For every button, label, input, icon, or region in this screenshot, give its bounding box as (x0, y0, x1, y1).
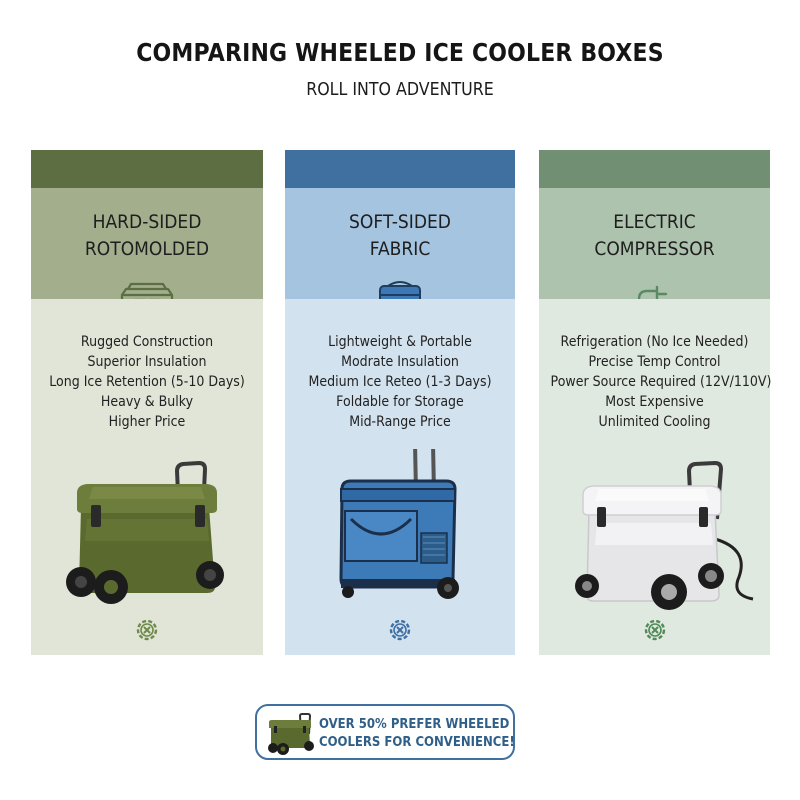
card-title-line1: HARD-SIDED (92, 211, 202, 233)
feature-list: Refrigeration (No Ice Needed) Precise Te… (550, 332, 772, 432)
stat-line2: COOLERS FOR CONVENIENCE! (319, 735, 515, 750)
card-electric: ELECTRIC COMPRESSOR Refrigeration (No Ic… (539, 150, 772, 655)
electric-cooler-illustration (539, 449, 770, 619)
feature-item: Refrigeration (No Ice Needed) (560, 334, 749, 350)
feature-item: Precise Temp Control (588, 354, 721, 370)
card-title: SOFT-SIDED FABRIC (297, 209, 504, 263)
stat-line1: OVER 50% PREFER WHEELED (319, 717, 510, 732)
feature-list: Rugged Construction Superior Insulation … (43, 332, 252, 432)
card-band (539, 150, 770, 188)
gear-x-icon (385, 615, 415, 645)
card-title: HARD-SIDED ROTOMOLDED (43, 209, 252, 263)
card-title: ELECTRIC COMPRESSOR (551, 209, 759, 263)
wheeled-cooler-icon (265, 712, 317, 756)
hard-cooler-illustration (31, 449, 263, 619)
feature-item: Rugged Construction (80, 334, 214, 350)
card-header: ELECTRIC COMPRESSOR (539, 188, 770, 324)
feature-item: Heavy & Bulky (100, 394, 194, 410)
feature-item: Modrate Insulation (341, 354, 459, 370)
card-title-line2: FABRIC (369, 238, 431, 260)
feature-item: Unlimited Cooling (598, 414, 711, 430)
page-title: COMPARING WHEELED ICE COOLER BOXES (136, 38, 664, 67)
feature-item: Most Expensive (605, 394, 704, 410)
card-title-line1: SOFT-SIDED (349, 211, 451, 233)
page-subtitle: ROLL INTO ADVENTURE (306, 79, 494, 100)
feature-item: Higher Price (108, 414, 186, 430)
feature-item: Lightweight & Portable (328, 334, 472, 350)
card-body: Lightweight & Portable Modrate Insulatio… (285, 299, 515, 655)
feature-item: Mid-Range Price (349, 414, 451, 430)
soft-cooler-illustration (285, 439, 515, 619)
card-body: Rugged Construction Superior Insulation … (31, 299, 263, 655)
stat-text: OVER 50% PREFER WHEELED COOLERS FOR CONV… (319, 716, 515, 752)
stat-callout: OVER 50% PREFER WHEELED COOLERS FOR CONV… (255, 704, 515, 760)
card-soft-sided: SOFT-SIDED FABRIC Lightweight & Portable… (285, 150, 515, 655)
feature-item: Medium Ice Reteo (1-3 Days) (308, 374, 492, 390)
card-title-line2: ROTOMOLDED (84, 238, 210, 260)
card-body: Refrigeration (No Ice Needed) Precise Te… (539, 299, 772, 655)
feature-item: Foldable for Storage (336, 394, 464, 410)
card-header: HARD-SIDED ROTOMOLDED (31, 188, 263, 317)
card-band (285, 150, 515, 188)
feature-item: Long Ice Retention (5-10 Days) (49, 374, 245, 390)
feature-item: Power Source Required (12V/110V) (550, 374, 772, 390)
gear-x-icon (640, 615, 670, 645)
card-title-line1: ELECTRIC (613, 211, 696, 233)
card-title-line2: COMPRESSOR (594, 238, 715, 260)
card-hard-sided: HARD-SIDED ROTOMOLDED Rugged Constructio… (31, 150, 263, 655)
feature-list: Lightweight & Portable Modrate Insulatio… (297, 332, 504, 432)
card-header: SOFT-SIDED FABRIC (285, 188, 515, 317)
feature-item: Superior Insulation (87, 354, 207, 370)
gear-x-icon (132, 615, 162, 645)
card-band (31, 150, 263, 188)
